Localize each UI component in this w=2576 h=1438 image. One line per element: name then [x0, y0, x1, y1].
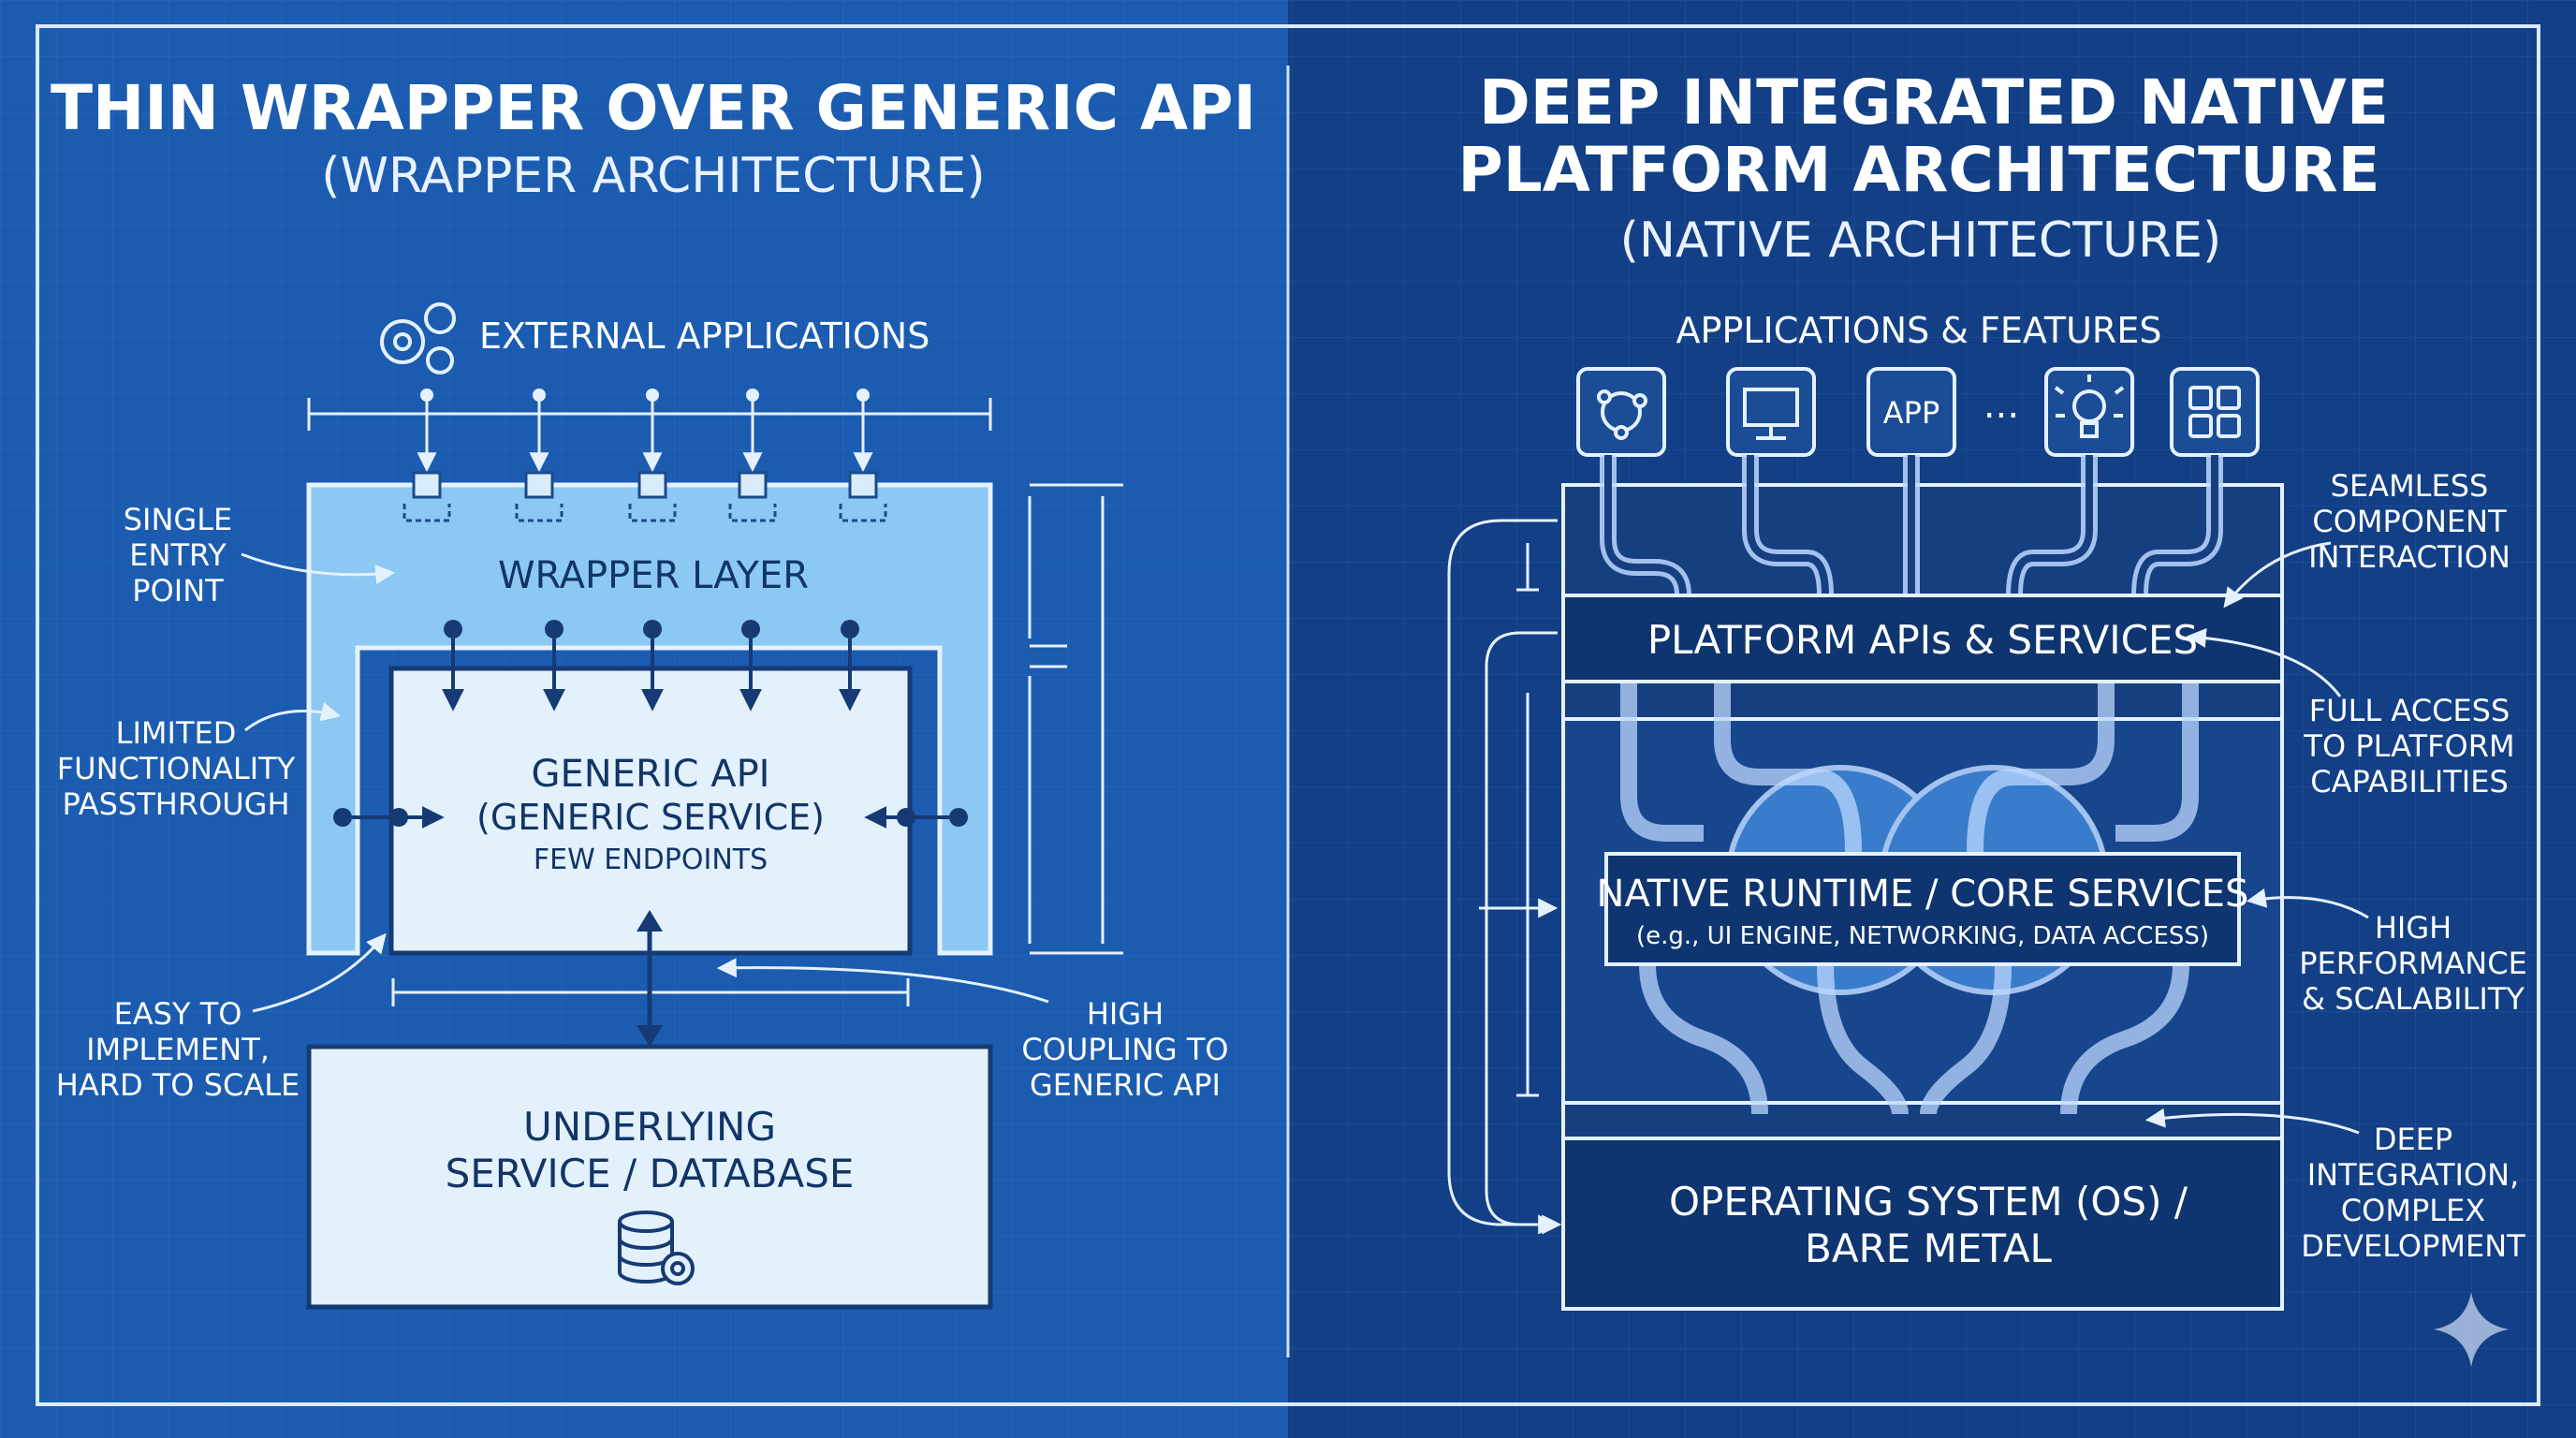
os-box [1561, 1137, 2284, 1311]
native-runtime-title: NATIVE RUNTIME / CORE SERVICES [1597, 873, 2249, 916]
annotation-deep-integration: DEEP INTEGRATION, COMPLEX DEVELOPMENT [2144, 1108, 2525, 1264]
left-subtitle: (WRAPPER ARCHITECTURE) [321, 148, 985, 204]
svg-text:TO PLATFORM: TO PLATFORM [2303, 728, 2514, 764]
svg-text:FULL ACCESS: FULL ACCESS [2309, 693, 2510, 728]
svg-text:EASY TO: EASY TO [114, 996, 242, 1032]
external-applications-label: EXTERNAL APPLICATIONS [479, 315, 929, 357]
generic-api-subtitle: (GENERIC SERVICE) [476, 797, 825, 838]
svg-text:DEVELOPMENT: DEVELOPMENT [2301, 1228, 2525, 1264]
svg-text:SEAMLESS: SEAMLESS [2331, 468, 2489, 504]
lightbulb-icon [2054, 374, 2125, 438]
svg-text:GENERIC API: GENERIC API [1030, 1067, 1221, 1103]
svg-text:INTEGRATION,: INTEGRATION, [2307, 1157, 2520, 1193]
underlying-subtitle: SERVICE / DATABASE [446, 1151, 855, 1196]
native-runtime-box [1604, 852, 2241, 966]
svg-text:POINT: POINT [132, 573, 224, 609]
svg-text:CAPABILITIES: CAPABILITIES [2310, 764, 2509, 800]
network-icon [1597, 389, 1647, 440]
ellipsis-icon: ... [1983, 384, 2019, 427]
database-gear-icon [618, 1211, 695, 1285]
native-runtime-subtitle: (e.g., UI ENGINE, NETWORKING, DATA ACCES… [1636, 922, 2209, 950]
applications-features-label: APPLICATIONS & FEATURES [1676, 310, 2162, 351]
right-subtitle: (NATIVE ARCHITECTURE) [1620, 213, 2222, 269]
wrapper-ports [402, 471, 887, 522]
right-title-line1: DEEP INTEGRATED NATIVE [1479, 66, 2389, 139]
svg-text:HIGH: HIGH [2375, 910, 2452, 946]
svg-text:COMPLEX: COMPLEX [2341, 1193, 2485, 1228]
annotation-high-performance: HIGH PERFORMANCE & SCALABILITY [2246, 888, 2527, 1017]
external-input-arrows [417, 389, 873, 473]
core-pipes [1620, 683, 2199, 1115]
generic-api-box [388, 666, 913, 956]
vertical-dimension-lines [1028, 483, 1123, 955]
svg-text:COMPONENT: COMPONENT [2312, 504, 2507, 539]
svg-text:INTERACTION: INTERACTION [2308, 539, 2510, 575]
svg-text:HARD TO SCALE: HARD TO SCALE [56, 1067, 300, 1103]
os-line2: BARE METAL [1805, 1225, 2053, 1271]
os-line1: OPERATING SYSTEM (OS) / [1669, 1179, 2188, 1225]
platform-apis-box [1561, 594, 2284, 683]
annotation-high-coupling: HIGH COUPLING TO GENERIC API [716, 958, 1229, 1103]
outer-frame [36, 24, 2540, 1406]
svg-text:LIMITED: LIMITED [116, 715, 237, 751]
generic-api-endpoints: FEW ENDPOINTS [534, 844, 768, 876]
annotation-limited-functionality: LIMITED FUNCTIONALITY PASSTHROUGH [57, 701, 342, 822]
wrapper-layer-box [306, 482, 993, 956]
svg-text:DEEP: DEEP [2374, 1122, 2452, 1157]
svg-text:FUNCTIONALITY: FUNCTIONALITY [57, 751, 296, 786]
left-title: THIN WRAPPER OVER GENERIC API [51, 72, 1256, 144]
sparkle-icon [2434, 1292, 2509, 1367]
app-icon: APP [1883, 395, 1939, 431]
side-passthrough-arrows [333, 806, 968, 829]
svg-text:SINGLE: SINGLE [124, 502, 233, 537]
annotation-full-access: FULL ACCESS TO PLATFORM CAPABILITIES [2186, 627, 2515, 800]
annotation-easy-to-implement: EASY TO IMPLEMENT, HARD TO SCALE [56, 932, 387, 1103]
svg-text:HIGH: HIGH [1087, 996, 1164, 1032]
svg-text:COUPLING TO: COUPLING TO [1021, 1032, 1228, 1067]
svg-text:IMPLEMENT,: IMPLEMENT, [86, 1032, 270, 1067]
svg-text:ENTRY: ENTRY [129, 537, 227, 573]
grid-icon [2188, 386, 2241, 438]
annotation-seamless: SEAMLESS COMPONENT INTERACTION [2223, 468, 2510, 609]
gears-icon [380, 302, 456, 374]
generic-api-title: GENERIC API [532, 753, 770, 796]
svg-text:& SCALABILITY: & SCALABILITY [2302, 981, 2525, 1017]
underlying-title: UNDERLYING [523, 1104, 776, 1150]
feedback-loop-lines [1447, 519, 1562, 1235]
svg-text:PERFORMANCE: PERFORMANCE [2299, 946, 2527, 981]
right-title-line2: PLATFORM ARCHITECTURE [1457, 134, 2379, 206]
wrapper-to-api-arrows [442, 620, 861, 712]
platform-apis-label: PLATFORM APIs & SERVICES [1647, 617, 2198, 663]
wrapper-layer-label: WRAPPER LAYER [498, 554, 809, 597]
annotation-single-entry: SINGLE ENTRY POINT [124, 502, 396, 609]
svg-text:PASSTHROUGH: PASSTHROUGH [62, 786, 289, 822]
monitor-icon [1743, 388, 1799, 440]
app-icon-tiles [1576, 367, 2260, 457]
